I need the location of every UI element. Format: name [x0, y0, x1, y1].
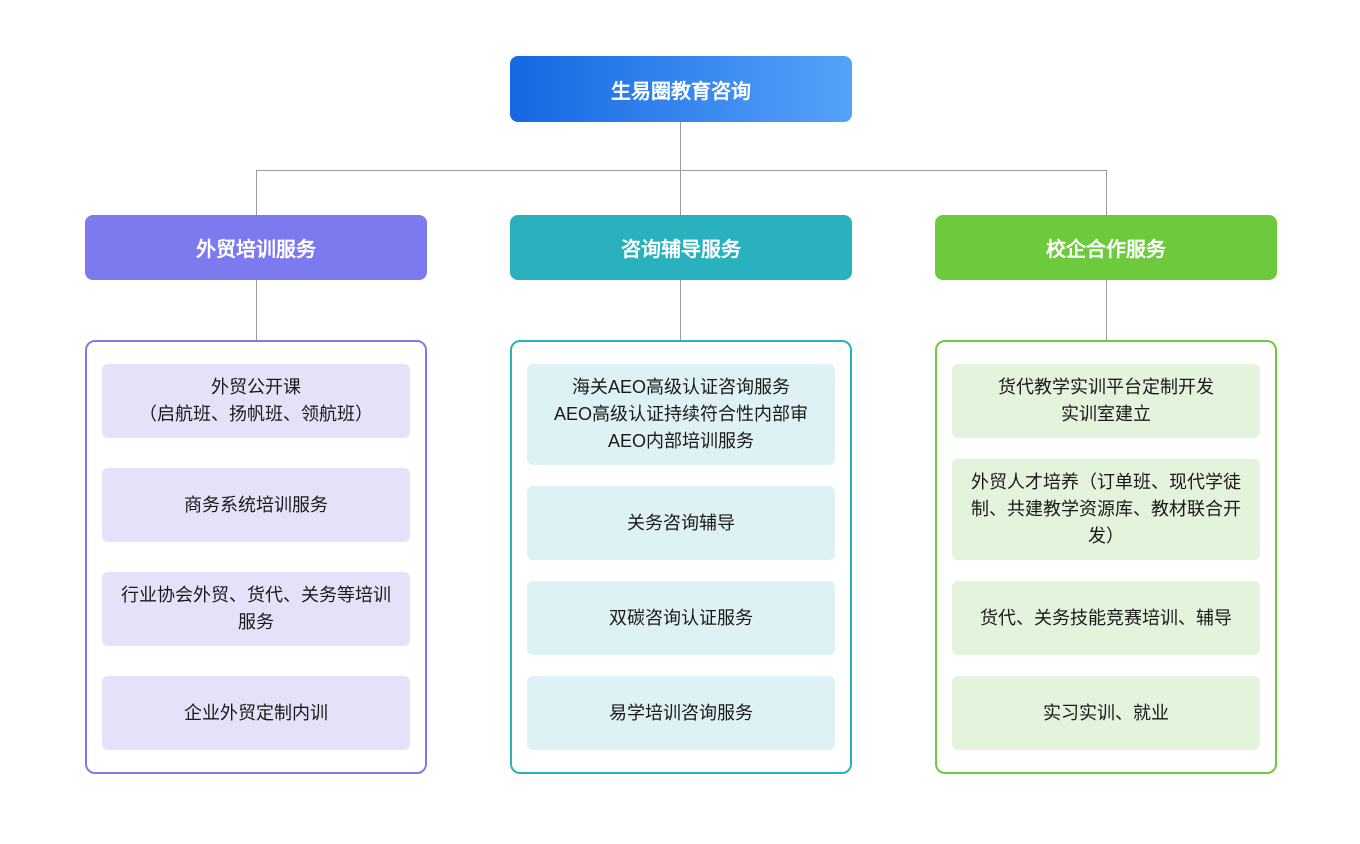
- branch-group-consulting-coaching: 海关AEO高级认证咨询服务 AEO高级认证持续符合性内部审 AEO内部培训服务 …: [510, 340, 852, 774]
- tree-node-item: 双碳咨询认证服务: [527, 581, 835, 655]
- branch-header-school-enterprise-cooperation: 校企合作服务: [935, 215, 1277, 280]
- branch-header-consulting-coaching: 咨询辅导服务: [510, 215, 852, 280]
- branch-title: 咨询辅导服务: [621, 239, 741, 261]
- branch-header-foreign-trade-training: 外贸培训服务: [85, 215, 427, 280]
- branch-title: 外贸培训服务: [196, 239, 316, 261]
- connector-line: [256, 170, 1107, 171]
- tree-node-item: 商务系统培训服务: [102, 468, 410, 542]
- tree-node-item: 行业协会外贸、货代、关务等培训服务: [102, 572, 410, 646]
- tree-node-item: 货代教学实训平台定制开发 实训室建立: [952, 364, 1260, 438]
- root-node-label: 生易圈教育咨询: [611, 80, 751, 103]
- tree-node-item: 关务咨询辅导: [527, 486, 835, 560]
- tree-node-item: 实习实训、就业: [952, 676, 1260, 750]
- connector-line: [680, 170, 681, 215]
- connector-line: [680, 280, 681, 340]
- connector-line: [1106, 170, 1107, 215]
- tree-node-item: 海关AEO高级认证咨询服务 AEO高级认证持续符合性内部审 AEO内部培训服务: [527, 364, 835, 465]
- root-node: 生易圈教育咨询: [510, 56, 852, 122]
- connector-line: [1106, 280, 1107, 340]
- connector-line: [680, 122, 681, 170]
- connector-line: [256, 280, 257, 340]
- tree-node-item: 易学培训咨询服务: [527, 676, 835, 750]
- connector-line: [256, 170, 257, 215]
- tree-node-item: 企业外贸定制内训: [102, 676, 410, 750]
- tree-node-item: 货代、关务技能竞赛培训、辅导: [952, 581, 1260, 655]
- tree-node-item: 外贸公开课 （启航班、扬帆班、领航班）: [102, 364, 410, 438]
- branch-group-foreign-trade-training: 外贸公开课 （启航班、扬帆班、领航班） 商务系统培训服务 行业协会外贸、货代、关…: [85, 340, 427, 774]
- branch-title: 校企合作服务: [1046, 239, 1166, 261]
- tree-node-item: 外贸人才培养（订单班、现代学徒制、共建教学资源库、教材联合开发）: [952, 459, 1260, 560]
- branch-group-school-enterprise-cooperation: 货代教学实训平台定制开发 实训室建立 外贸人才培养（订单班、现代学徒制、共建教学…: [935, 340, 1277, 774]
